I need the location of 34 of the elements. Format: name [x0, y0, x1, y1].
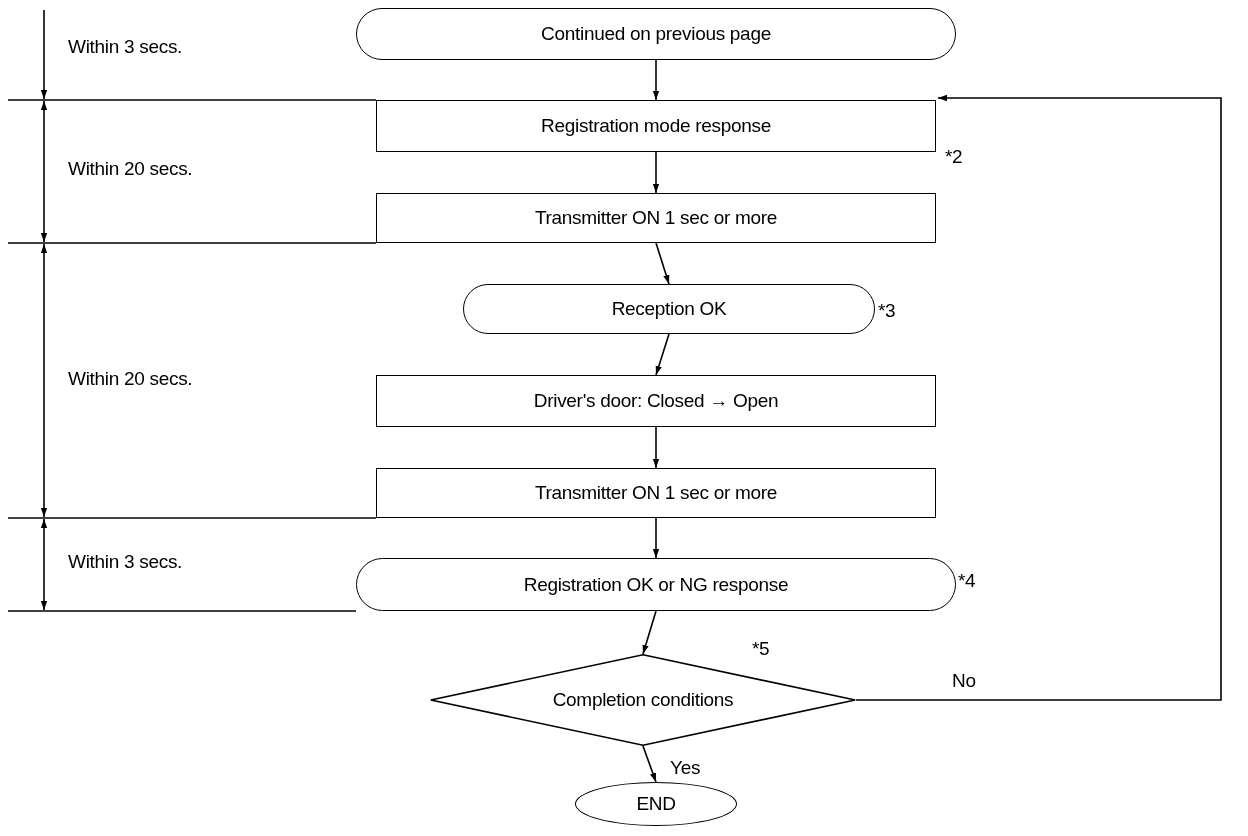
node-text: Completion conditions [552, 689, 734, 711]
node-text: Registration mode response [541, 115, 771, 137]
arrow [642, 610, 657, 655]
arrow [655, 242, 670, 285]
arrow [652, 426, 660, 469]
decision-diamond [430, 654, 856, 746]
note-marker: *4 [958, 570, 976, 592]
arrow [652, 151, 660, 194]
note-marker: *3 [878, 300, 896, 322]
node-text: Driver's door: Closed → Open [533, 390, 779, 412]
note-marker: *2 [945, 146, 963, 168]
process-box [376, 100, 936, 152]
arrow [642, 745, 657, 783]
terminal-box [356, 558, 956, 611]
time-label: Within 3 secs. [68, 36, 183, 58]
arrow [855, 94, 1222, 701]
terminal-box [463, 284, 875, 334]
node-text: END [636, 793, 676, 815]
node-text: Transmitter ON 1 sec or more [534, 207, 778, 229]
node-text: Transmitter ON 1 sec or more [534, 482, 778, 504]
arrow [652, 517, 660, 559]
time-label: Within 20 secs. [68, 368, 193, 390]
arrow [655, 333, 670, 376]
terminal-box [356, 8, 956, 60]
process-box [376, 193, 936, 243]
process-box [376, 468, 936, 518]
process-box [376, 375, 936, 427]
note-marker: *5 [752, 638, 770, 660]
time-label: Within 3 secs. [68, 551, 183, 573]
node-text: Registration OK or NG response [523, 573, 789, 596]
arrow [652, 59, 660, 101]
node-text: Continued on previous page [541, 23, 771, 45]
time-label: Within 20 secs. [68, 158, 193, 180]
node-text: Reception OK [611, 298, 727, 320]
